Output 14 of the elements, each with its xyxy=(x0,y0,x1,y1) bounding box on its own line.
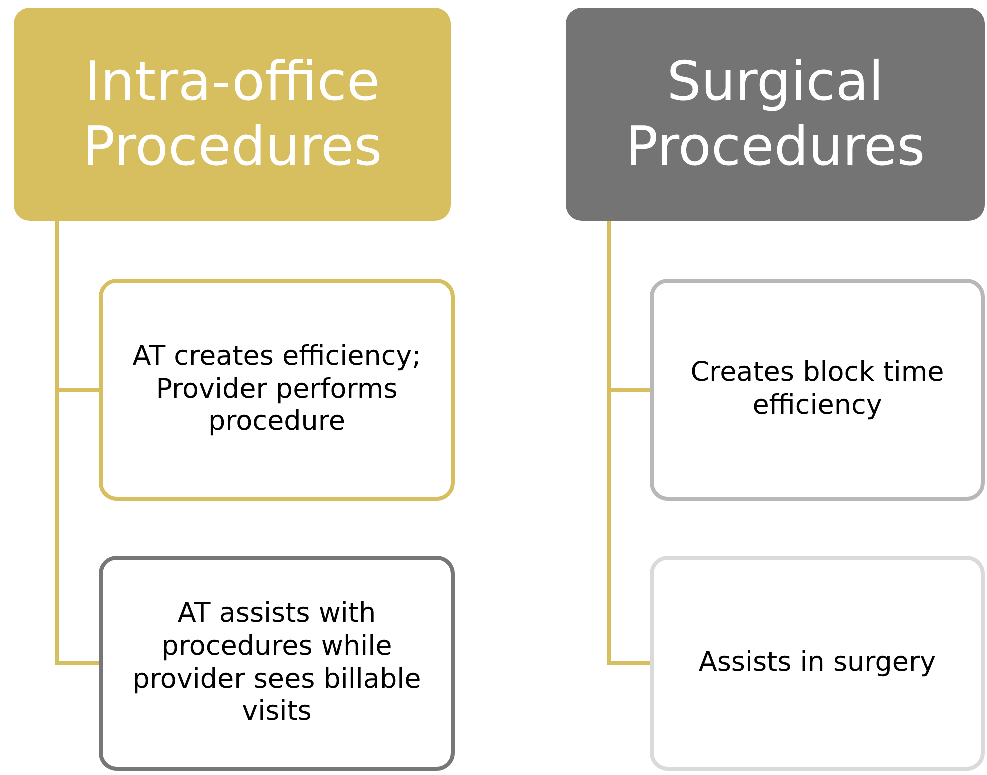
item-text: Assists in surgery xyxy=(698,647,936,680)
item-text: Creates block time efficiency xyxy=(690,357,946,423)
item-box xyxy=(650,279,985,501)
header-text: Intra-office Procedures xyxy=(82,50,384,180)
category-header xyxy=(14,8,451,221)
connector-line xyxy=(55,221,99,666)
category-header xyxy=(566,8,985,221)
header-text: Surgical Procedures xyxy=(624,50,926,180)
item-text: AT assists with procedures while provider sees billable visits xyxy=(132,598,422,730)
item-box xyxy=(650,556,985,771)
connector-line xyxy=(607,221,650,666)
item-box xyxy=(99,279,455,501)
item-text: AT creates efficiency; Provider performs procedure xyxy=(132,340,422,440)
item-box xyxy=(99,556,455,771)
